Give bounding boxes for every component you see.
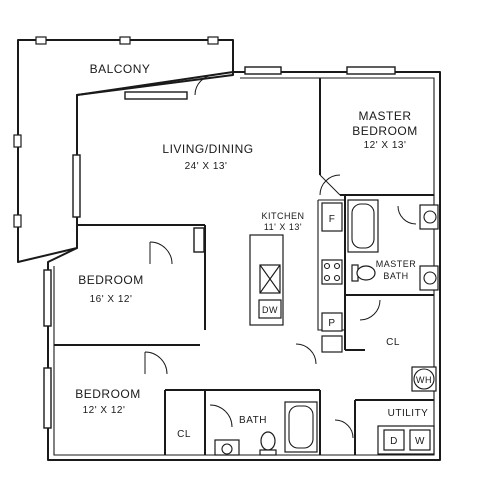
hall-tub <box>284 401 318 453</box>
master-label-2: BEDROOM <box>352 124 418 138</box>
pantry <box>321 312 343 332</box>
pantry-label: P <box>328 318 335 329</box>
closet-master-label: CL <box>386 337 400 348</box>
balcony-posts <box>13 36 219 228</box>
master-bath-label-2: BATH <box>383 271 408 281</box>
master-bath-label-1: MASTER <box>376 259 417 269</box>
interior-walls <box>54 78 434 455</box>
balcony-label: BALCONY <box>90 62 151 76</box>
stove <box>321 259 343 285</box>
hall-toilet <box>260 431 276 451</box>
master-label-1: MASTER <box>358 109 411 123</box>
washer <box>409 429 431 451</box>
dishwasher-label: DW <box>262 305 278 315</box>
washer-label: W <box>415 436 425 447</box>
water-heater-label: WH <box>416 375 432 385</box>
bath-label: BATH <box>239 415 267 426</box>
kitchen-label: KITCHEN <box>261 211 304 221</box>
doors <box>144 74 417 439</box>
master-sink-1 <box>419 204 439 230</box>
refrigerator <box>321 202 343 232</box>
water-heater: WH <box>411 366 437 392</box>
kitchen-size: 11' X 13' <box>264 222 302 232</box>
dishwasher <box>258 299 282 319</box>
master-sink-2 <box>419 265 439 291</box>
windows <box>43 66 396 429</box>
dryer <box>383 429 405 451</box>
closet-bed2-label: CL <box>177 429 191 440</box>
master-toilet <box>356 265 376 281</box>
dryer-label: D <box>390 436 398 447</box>
master-size: 12' X 13' <box>364 140 407 151</box>
living-size: 24' X 13' <box>185 161 228 172</box>
hall-sink <box>214 439 240 456</box>
utility-label: UTILITY <box>388 408 429 419</box>
hall-bath-fixtures <box>214 401 318 456</box>
bedroom1-label: BEDROOM <box>78 273 144 287</box>
bedroom2-label: BEDROOM <box>75 387 141 401</box>
bedroom1-size: 16' X 12' <box>90 294 133 305</box>
outer-walls <box>17 39 441 461</box>
fridge-label: F <box>329 214 336 225</box>
washer-dryer: D W <box>377 425 435 455</box>
room-labels: BALCONY LIVING/DINING 24' X 13' MASTER B… <box>75 62 428 440</box>
master-bath-fixtures <box>347 199 439 291</box>
living-label: LIVING/DINING <box>162 142 253 156</box>
bedroom2-size: 12' X 12' <box>83 405 126 416</box>
kitchen-fixtures: DW F P <box>249 202 343 353</box>
